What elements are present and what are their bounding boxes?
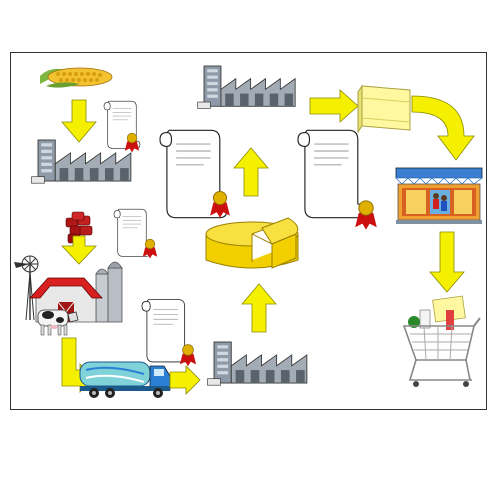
corn-icon (40, 67, 113, 88)
certificate-scroll-icon (141, 299, 190, 363)
supermarket-icon (395, 167, 484, 224)
arrow-up-cheese (241, 283, 277, 333)
factory-icon (206, 341, 308, 386)
arrow-store-to-cart (429, 231, 465, 293)
windmill-icon (14, 255, 39, 321)
factory-icon (197, 65, 296, 109)
arrow-factory-to-package (309, 89, 359, 123)
arrow-truck-to-factory (169, 365, 201, 395)
milk-tanker-truck-icon (79, 361, 171, 398)
cheese-wheel-icon (205, 217, 299, 269)
shopping-cart-icon (402, 295, 481, 387)
arrow-up-center (233, 147, 269, 197)
cheese-package-icon (357, 84, 411, 134)
arrow-package-to-store (411, 95, 475, 161)
certificate-scroll-icon (297, 129, 366, 219)
arrow-down-2 (61, 235, 97, 265)
cow-icon (37, 309, 79, 336)
arrow-down-1 (61, 99, 97, 143)
certificate-scroll-icon (113, 208, 151, 257)
